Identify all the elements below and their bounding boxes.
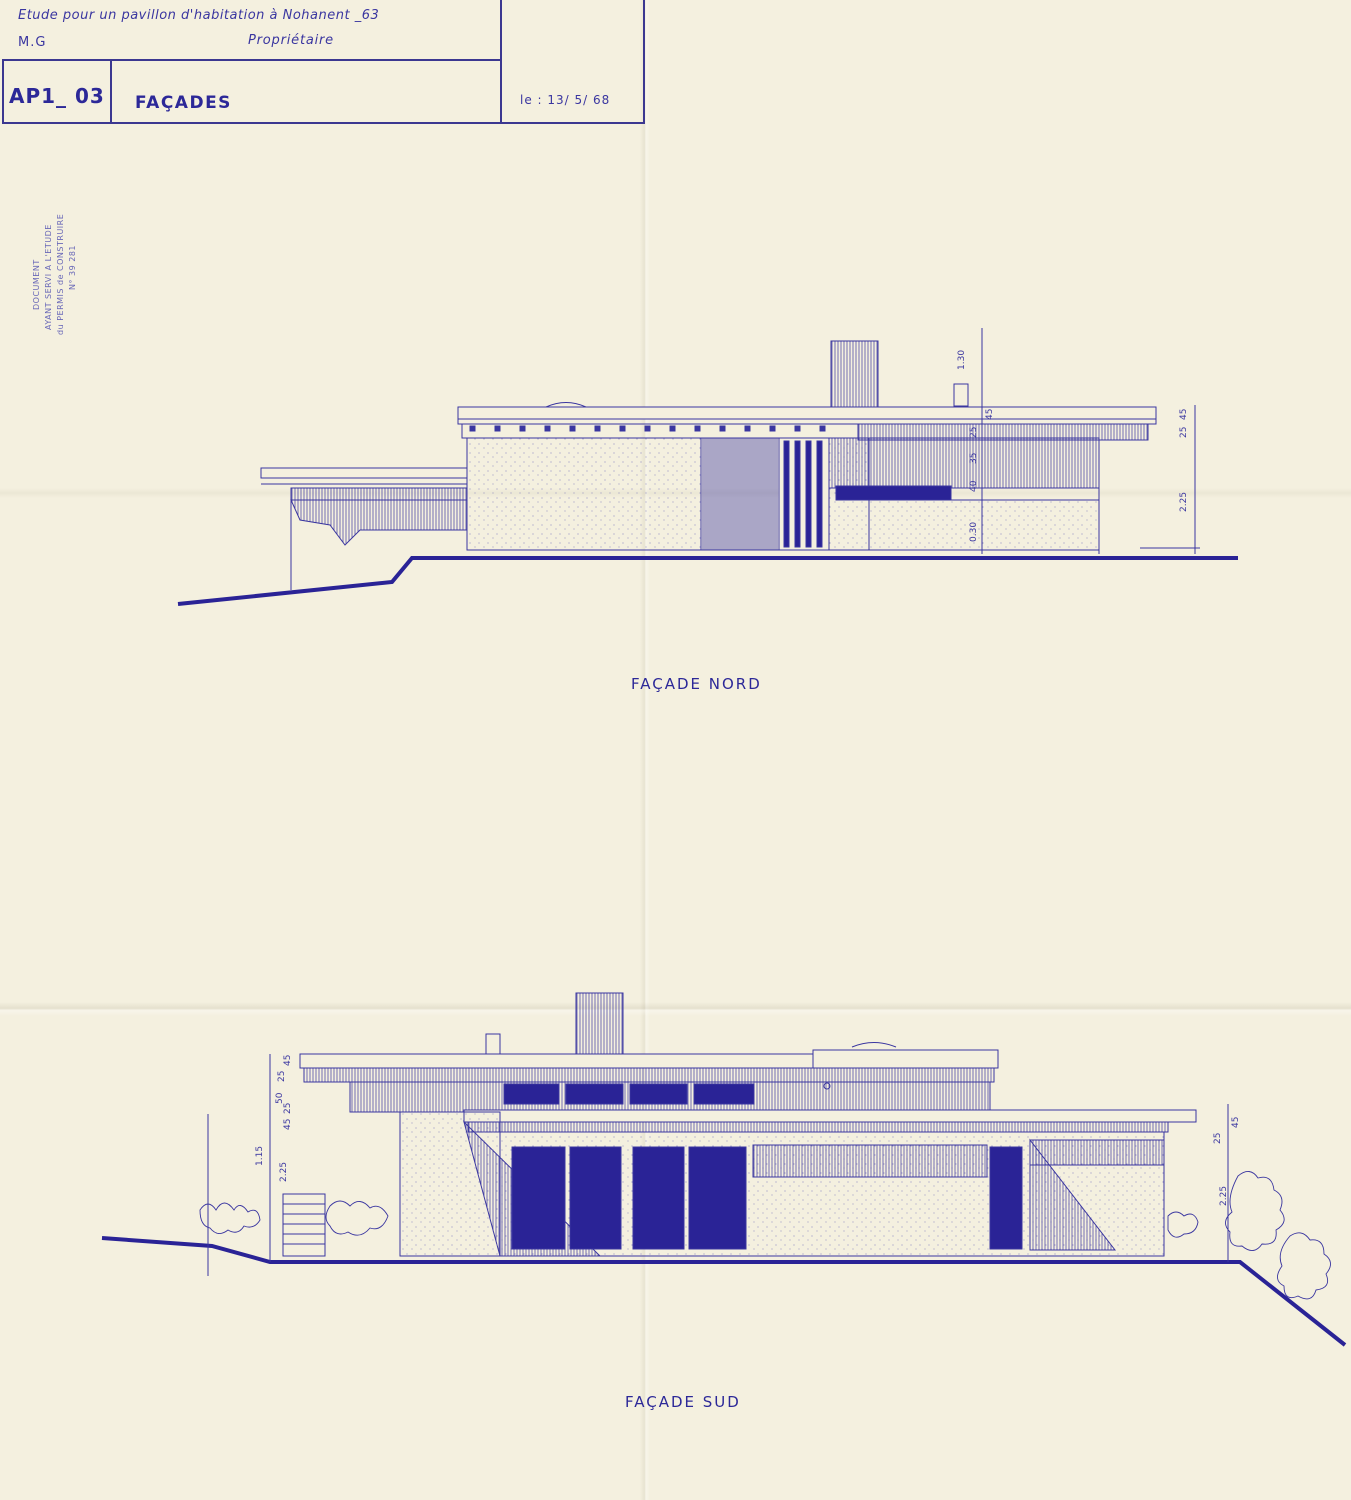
drawing-code: AP1_ 03 (9, 84, 105, 108)
north-facade-caption: FAÇADE NORD (631, 675, 762, 693)
north-chimney (830, 340, 879, 408)
south-dim: 25 (1213, 1133, 1223, 1144)
paper-fold-horizontal (0, 1002, 1351, 1016)
north-roof (457, 406, 1157, 420)
north-elevation (177, 328, 1238, 606)
south-dim: 25 (277, 1071, 287, 1082)
north-dim: 45 (1179, 409, 1189, 420)
north-strip-window (835, 485, 952, 501)
north-dim: 25 (969, 427, 979, 438)
south-stair (282, 1193, 326, 1257)
south-vegetation (199, 1171, 1331, 1300)
south-right-window (989, 1146, 1023, 1250)
paper-fold-vertical (640, 0, 650, 1500)
north-window-strips (783, 440, 790, 548)
south-dim: 2.25 (1219, 1186, 1229, 1206)
south-dim: 2.25 (279, 1162, 289, 1182)
south-lower-roof (463, 1109, 1197, 1123)
south-dimension-labels: 45 25 50 25 45 1.15 2.25 25 45 2.25 (255, 1055, 1241, 1206)
south-clerestory (503, 1083, 560, 1105)
north-dim: 35 (969, 453, 979, 464)
north-ground-line (177, 556, 1238, 606)
south-glazing (511, 1146, 566, 1250)
title-block: Etude pour un pavillon d'habitation à No… (2, 0, 645, 124)
north-dim: 45 (985, 409, 995, 420)
south-chimney (575, 992, 624, 1056)
south-upper-roof (299, 1053, 814, 1069)
north-wall (466, 437, 702, 551)
owner-label: Propriétaire (248, 33, 334, 48)
sheet-title: FAÇADES (135, 93, 232, 113)
south-dim: 50 (275, 1092, 285, 1104)
south-elevation (101, 992, 1347, 1347)
client-initials: M.G (18, 35, 47, 50)
south-facade-caption: FAÇADE SUD (625, 1393, 741, 1411)
south-dim: 45 (1231, 1117, 1241, 1128)
south-dim: 45 (283, 1055, 293, 1066)
south-dim: 1.15 (255, 1146, 265, 1166)
north-dim: 1.30 (957, 350, 967, 370)
south-dim: 25 (283, 1103, 293, 1114)
drawing-date: le : 13/ 5/ 68 (520, 93, 611, 107)
north-dimension-labels: 1.30 45 25 35 40 0.30 25 45 2.25 (957, 350, 1189, 542)
north-dim: 0.30 (969, 522, 979, 542)
north-dim: 25 (1179, 427, 1189, 438)
north-door-hatch (700, 437, 780, 551)
project-description: Etude pour un pavillon d'habitation à No… (18, 8, 380, 23)
south-dim: 45 (283, 1119, 293, 1130)
north-dim: 40 (969, 480, 979, 492)
north-dim: 2.25 (1179, 492, 1189, 512)
north-left-roof (260, 467, 468, 479)
